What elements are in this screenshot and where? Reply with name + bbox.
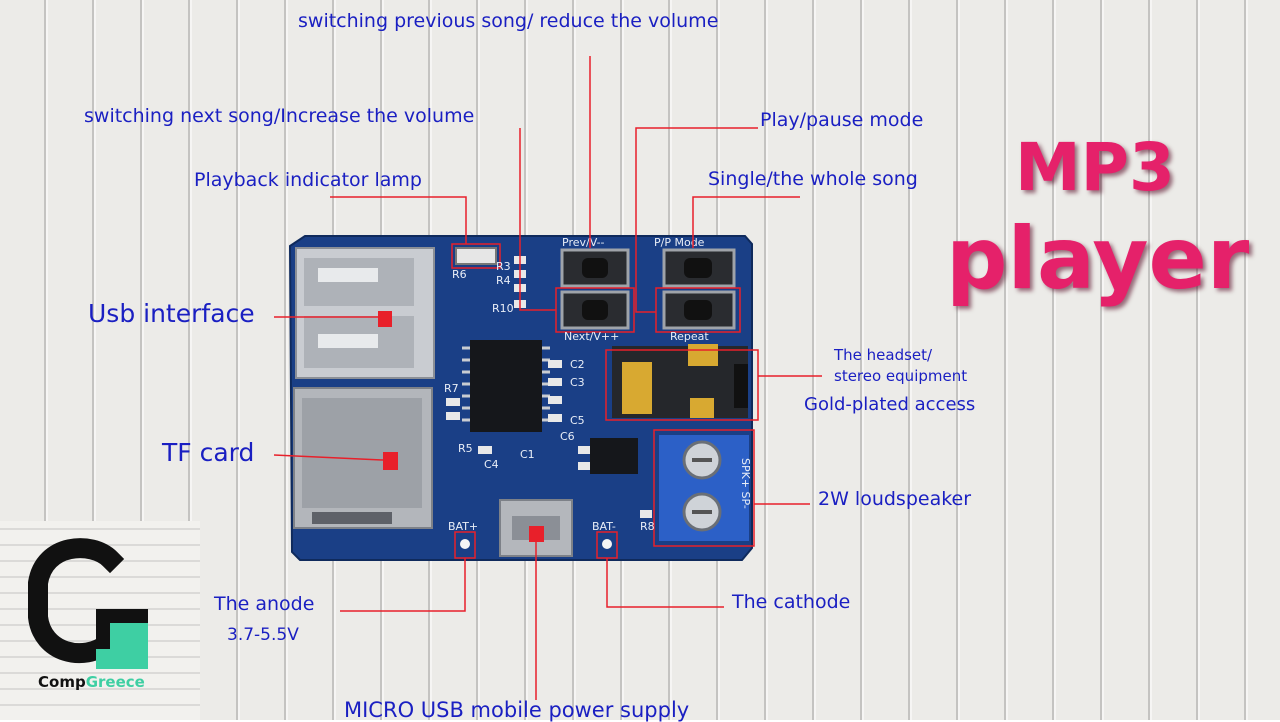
silk-bat-minus: BAT- <box>592 520 616 533</box>
tf-card-label: TF card <box>162 438 255 467</box>
silk-c5: C5 <box>570 414 585 427</box>
silk-prev: Prev/V-- <box>562 236 605 249</box>
bat-minus-pad <box>602 539 612 549</box>
anode-label-line1: The anode <box>214 593 315 615</box>
silk-r5: R5 <box>458 442 473 455</box>
ic-chip <box>462 340 550 432</box>
playback-lamp-label: Playback indicator lamp <box>194 169 422 191</box>
headset-label-line1: The headset/ <box>834 346 933 364</box>
single-leader <box>692 196 800 248</box>
logo-text-comp: Comp <box>38 673 86 691</box>
silk-bat-plus: BAT+ <box>448 520 478 533</box>
next-song-label: switching next song/Increase the volume <box>84 105 475 127</box>
silk-c1: C1 <box>520 448 535 461</box>
silk-spk: SPK+ SP- <box>739 458 752 509</box>
terminal-highlight <box>653 429 755 547</box>
tf-marker <box>383 452 398 470</box>
jack-highlight <box>605 349 759 421</box>
logo-wordmark: CompGreece <box>38 673 145 691</box>
silk-r8: R8 <box>640 520 655 533</box>
title-mp3: MP3 <box>1015 129 1175 206</box>
silk-r3: R3 <box>496 260 511 273</box>
tf-card-slot <box>293 387 433 529</box>
silk-next: Next/V++ <box>564 330 619 343</box>
headset-label-line2: stereo equipment <box>834 367 968 385</box>
led-highlight <box>451 243 501 269</box>
silk-c2: C2 <box>570 358 585 371</box>
play-pause-label: Play/pause mode <box>760 109 924 131</box>
silk-r6: R6 <box>452 268 467 281</box>
compgreece-logo: CompGreece <box>0 521 200 720</box>
buttons <box>560 248 736 330</box>
usb-marker <box>378 311 392 327</box>
silk-c4: C4 <box>484 458 499 471</box>
speaker-terminal <box>657 433 751 543</box>
silk-r4: R4 <box>496 274 511 287</box>
single-whole-label: Single/the whole song <box>708 168 918 190</box>
gold-plated-label: Gold-plated access <box>804 394 976 415</box>
silk-r10: R10 <box>492 302 514 315</box>
headphone-jack <box>612 344 748 418</box>
silk-c3: C3 <box>570 376 585 389</box>
silk-r7: R7 <box>444 382 459 395</box>
next-leader <box>519 128 556 311</box>
bat-plus-pad <box>460 539 470 549</box>
playpause-leader <box>635 127 758 313</box>
logo-g-icon <box>28 538 148 669</box>
micro-usb-label: MICRO USB mobile power supply <box>344 698 690 722</box>
indicator-led <box>455 247 497 265</box>
usb-port <box>295 247 435 379</box>
anode-leader <box>340 558 466 612</box>
cathode-label: The cathode <box>732 591 851 613</box>
cathode-leader <box>606 558 724 608</box>
logo-text-greece: Greece <box>85 673 145 691</box>
silk-pp: P/P Mode <box>654 236 705 249</box>
silk-repeat: Repeat <box>670 330 709 343</box>
repeat-button-highlight <box>655 287 741 333</box>
micro-usb-marker <box>529 526 544 542</box>
lamp-leader <box>330 196 467 244</box>
prev-song-label: switching previous song/ reduce the volu… <box>298 10 719 32</box>
anode-label-line2: 3.7-5.5V <box>227 625 299 645</box>
loudspeaker-label: 2W loudspeaker <box>818 488 972 510</box>
small-chip <box>590 438 638 474</box>
tf-leader <box>273 454 384 461</box>
title-player: player <box>946 209 1250 309</box>
silk-c6: C6 <box>560 430 575 443</box>
usb-interface-label: Usb interface <box>88 299 255 328</box>
